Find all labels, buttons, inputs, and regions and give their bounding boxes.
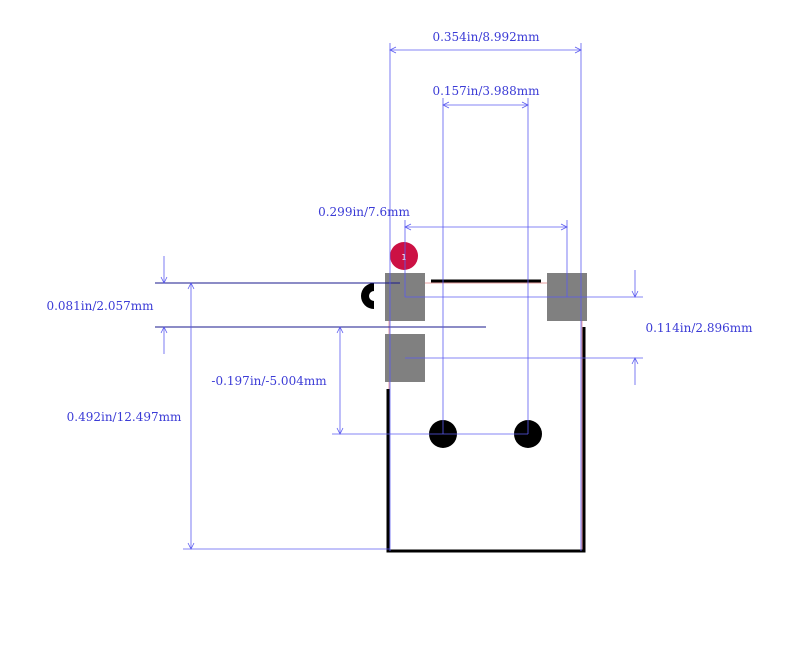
dim-hole-pitch: 0.157in/3.988mm <box>432 84 540 434</box>
dim-overall-height-label: 0.492in/12.497mm <box>67 410 182 424</box>
silkscreen-outline <box>361 279 586 553</box>
pin1-label: 1 <box>401 253 406 262</box>
pin1-marker: 1 <box>390 242 418 270</box>
courtyard-outline <box>388 282 583 551</box>
dim-hole-offset-label: -0.197in/-5.004mm <box>211 374 327 388</box>
dim-hole-pitch-label: 0.157in/3.988mm <box>432 84 540 98</box>
dim-pad-span: 0.299in/7.6mm <box>318 205 568 298</box>
dim-hole-offset: -0.197in/-5.004mm <box>211 326 528 435</box>
dim-pad-span-label: 0.299in/7.6mm <box>318 205 410 219</box>
orientation-notch-icon <box>361 283 374 309</box>
dim-pad-pitch-label: 0.114in/2.896mm <box>645 321 753 335</box>
dim-pad-pitch: 0.114in/2.896mm <box>405 270 753 385</box>
dim-overall-width-label: 0.354in/8.992mm <box>432 30 540 44</box>
dim-overall-width: 0.354in/8.992mm <box>389 30 582 551</box>
dim-pad-top-offset: 0.081in/2.057mm <box>46 256 168 354</box>
dim-pad-top-offset-label: 0.081in/2.057mm <box>46 299 154 313</box>
dim-overall-height: 0.492in/12.497mm <box>67 282 390 550</box>
